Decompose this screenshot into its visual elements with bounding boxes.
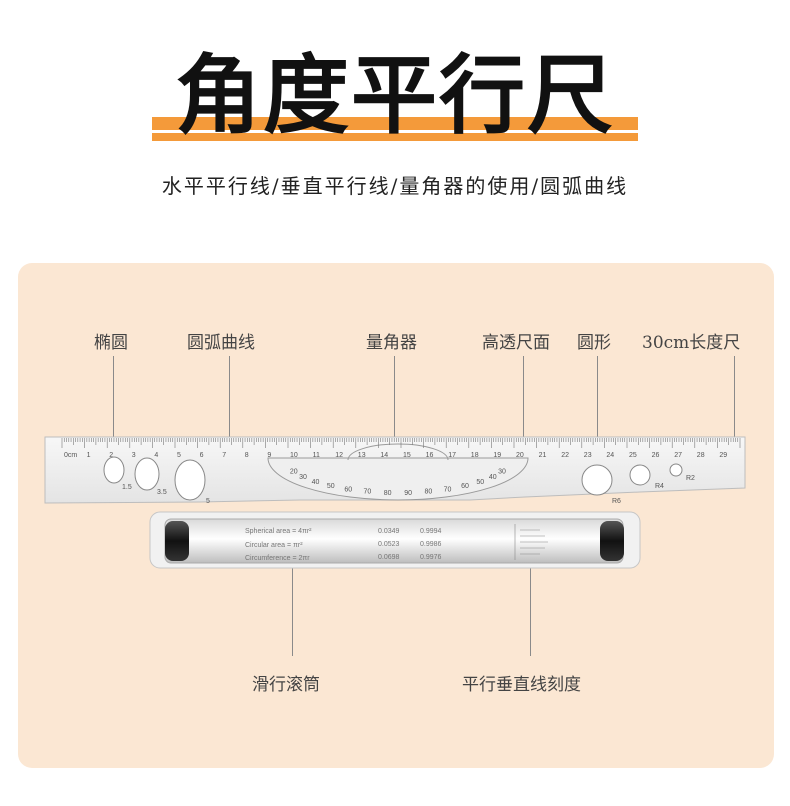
leader-protractor (394, 356, 395, 464)
leader-roller (292, 568, 293, 656)
roller-text: 0.9986 (420, 541, 442, 548)
cm-number: 0cm (64, 452, 77, 459)
page-subtitle: 水平平行线/垂直平行线/量角器的使用/圆弧曲线 (161, 174, 629, 198)
roller-cap-left (165, 521, 189, 561)
protractor-number: 40 (489, 474, 497, 481)
roller-scale (514, 524, 548, 560)
protractor-number: 30 (299, 474, 307, 481)
cm-number: 17 (448, 452, 456, 459)
protractor-number: 50 (327, 483, 335, 490)
cm-number: 22 (561, 452, 569, 459)
roller-text: 0.0523 (378, 541, 400, 548)
hole-label: 5 (206, 498, 210, 505)
label-ruler-30cm: 30cm长度尺 (642, 333, 741, 353)
hole-label: 3.5 (157, 489, 167, 496)
protractor-number: 20 (290, 469, 298, 476)
roller-text: Spherical area = 4πr² (245, 528, 312, 535)
protractor-cutout (267, 457, 529, 501)
leader-ruler-30cm (734, 356, 735, 438)
cm-number: 14 (380, 452, 388, 459)
circle-hole-r4 (629, 464, 651, 486)
cm-number: 23 (584, 452, 592, 459)
hole-label: R6 (612, 498, 621, 505)
roller-text: 0.0349 (378, 528, 400, 535)
label-roller: 滑行滚筒 (252, 675, 320, 695)
cm-number: 4 (154, 452, 158, 459)
cm-number: 26 (652, 452, 660, 459)
circle-hole-r6 (581, 464, 613, 496)
title-area: 角度平行尺 (0, 0, 790, 160)
protractor-number: 80 (424, 489, 432, 496)
cm-number: 24 (606, 452, 614, 459)
cm-number: 5 (177, 452, 181, 459)
label-arc-curve: 圆弧曲线 (187, 333, 255, 353)
cm-number: 3 (132, 452, 136, 459)
cm-number: 20 (516, 452, 524, 459)
cm-number: 19 (493, 452, 501, 459)
protractor-number: 70 (364, 489, 372, 496)
cm-number: 27 (674, 452, 682, 459)
cm-number: 6 (200, 452, 204, 459)
roller-formula-text: Spherical area = 4πr² Circular area = πr²… (245, 528, 442, 562)
label-parallel-scale: 平行垂直线刻度 (462, 675, 581, 695)
page-title: 角度平行尺 (175, 45, 615, 146)
protractor-number: 50 (476, 479, 484, 486)
hole-label: 1.5 (122, 484, 132, 491)
leader-ellipse (113, 356, 114, 468)
label-protractor: 量角器 (366, 333, 417, 353)
cm-number: 10 (290, 452, 298, 459)
protractor-number: 90 (404, 490, 412, 497)
protractor-number: 40 (312, 479, 320, 486)
ellipse-hole-1 (103, 456, 125, 484)
cm-number: 7 (222, 452, 226, 459)
roller-text: 0.0698 (378, 554, 400, 561)
label-circle: 圆形 (577, 333, 611, 353)
protractor-number: 80 (384, 490, 392, 497)
ruler-ticks (61, 438, 741, 448)
hole-label: R4 (655, 483, 664, 490)
cm-number: 8 (245, 452, 249, 459)
protractor-inner (347, 443, 449, 461)
title-accent-bar (152, 117, 638, 141)
roller-text: 0.9994 (420, 528, 442, 535)
cm-number: 1 (87, 452, 91, 459)
roller-text: Circumference = 2πr (245, 555, 310, 562)
roller-text: 0.9976 (420, 554, 442, 561)
cm-number: 2 (109, 452, 113, 459)
leader-circle (597, 356, 598, 474)
cm-number: 28 (697, 452, 705, 459)
ellipse-hole-3 (174, 459, 206, 501)
cm-number: 15 (403, 452, 411, 459)
cm-number: 16 (426, 452, 434, 459)
title-accent-gap (152, 130, 638, 133)
circle-hole-r2 (669, 463, 683, 477)
protractor-number: 30 (498, 469, 506, 476)
cm-number: 21 (539, 452, 547, 459)
label-transparent-surface: 高透尺面 (482, 333, 550, 353)
roller-text: Circular area = πr² (245, 542, 303, 549)
ellipse-hole-2 (134, 457, 160, 491)
label-ellipse: 椭圆 (94, 333, 128, 353)
cm-number: 18 (471, 452, 479, 459)
cm-number: 25 (629, 452, 637, 459)
protractor-number: 70 (444, 486, 452, 493)
cm-number: 9 (267, 452, 271, 459)
leader-transparent-surface (523, 356, 524, 451)
leader-arc-curve (229, 356, 230, 441)
protractor-number: 60 (344, 486, 352, 493)
cm-number: 12 (335, 452, 343, 459)
leader-parallel-scale (530, 568, 531, 656)
hole-label: R2 (686, 475, 695, 482)
protractor-number: 60 (461, 483, 469, 490)
cm-number: 29 (719, 452, 727, 459)
cm-number: 13 (358, 452, 366, 459)
cm-number: 11 (313, 452, 320, 459)
roller-cap-right (600, 521, 624, 561)
hole-labels: 1.5 3.5 5 R6 R4 R2 (122, 475, 695, 505)
